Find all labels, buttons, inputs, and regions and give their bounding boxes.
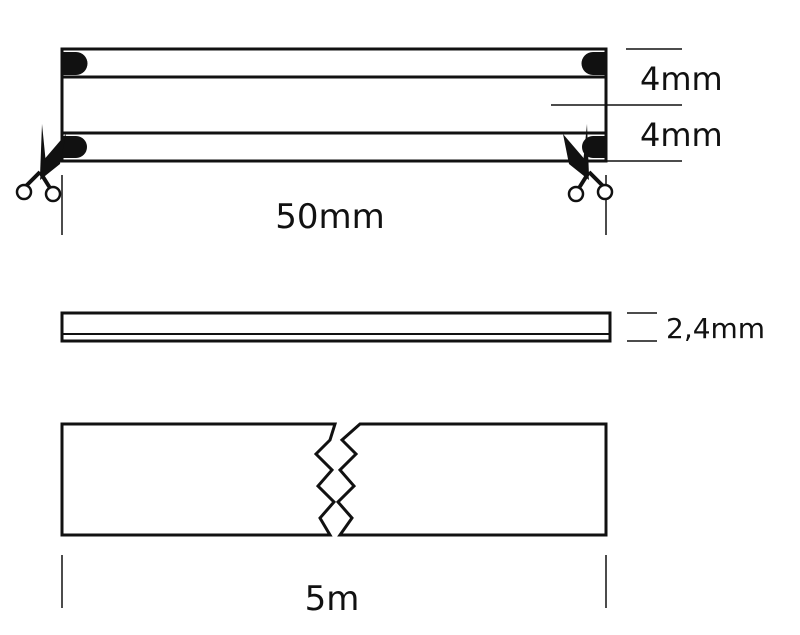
strip-profile-view	[60, 311, 657, 343]
solder-pads	[63, 52, 605, 158]
strip-roll-view	[60, 422, 608, 537]
strip-top-view	[60, 47, 608, 163]
gap-label: 4mm	[640, 116, 723, 154]
scissors-icon	[15, 122, 68, 203]
dimension-lines-roll	[61, 555, 607, 608]
solder-pad	[63, 52, 88, 75]
dimension-lines-top	[61, 48, 682, 235]
thickness-label: 2,4mm	[666, 312, 765, 345]
solder-pad	[581, 52, 605, 75]
strip-outline	[60, 47, 608, 163]
cut-length-label: 50mm	[275, 197, 385, 237]
solder-pad	[63, 136, 87, 158]
pad-height-label: 4mm	[640, 60, 723, 98]
total-length-label: 5m	[305, 579, 360, 619]
